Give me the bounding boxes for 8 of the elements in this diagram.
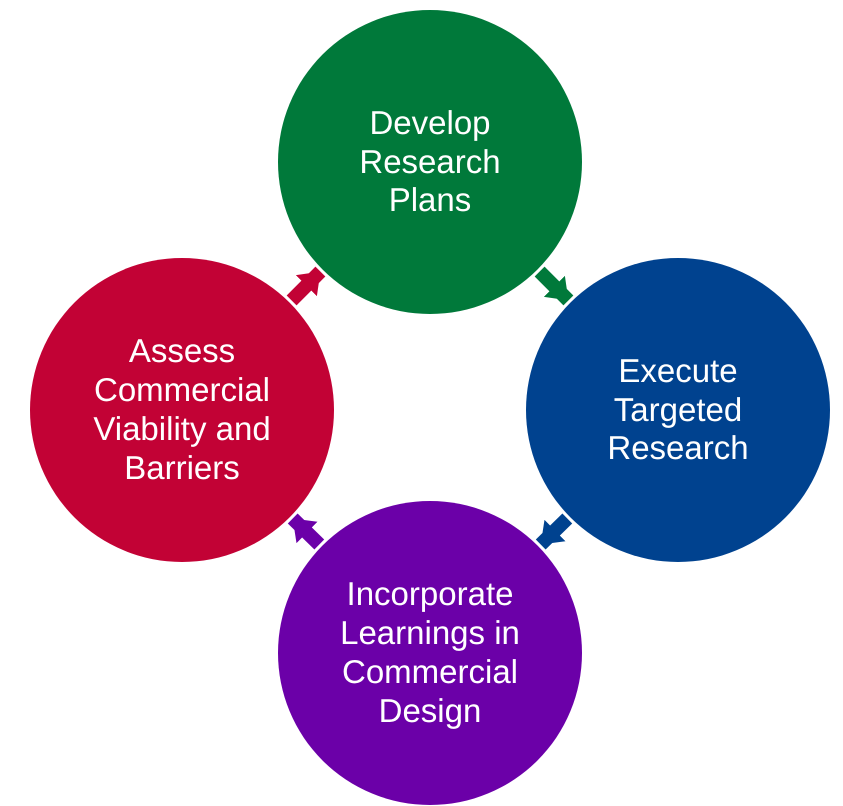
arrow (288, 513, 324, 550)
step-label: Incorporate Learnings in Commercial Design (339, 575, 521, 731)
step-label: Assess Commercial Viability and Barriers (92, 332, 272, 488)
arrow (286, 266, 326, 306)
arrow (536, 513, 572, 550)
step-label: Execute Targeted Research (606, 352, 750, 468)
step-label: Develop Research Plans (358, 104, 502, 220)
arrow (534, 266, 574, 306)
